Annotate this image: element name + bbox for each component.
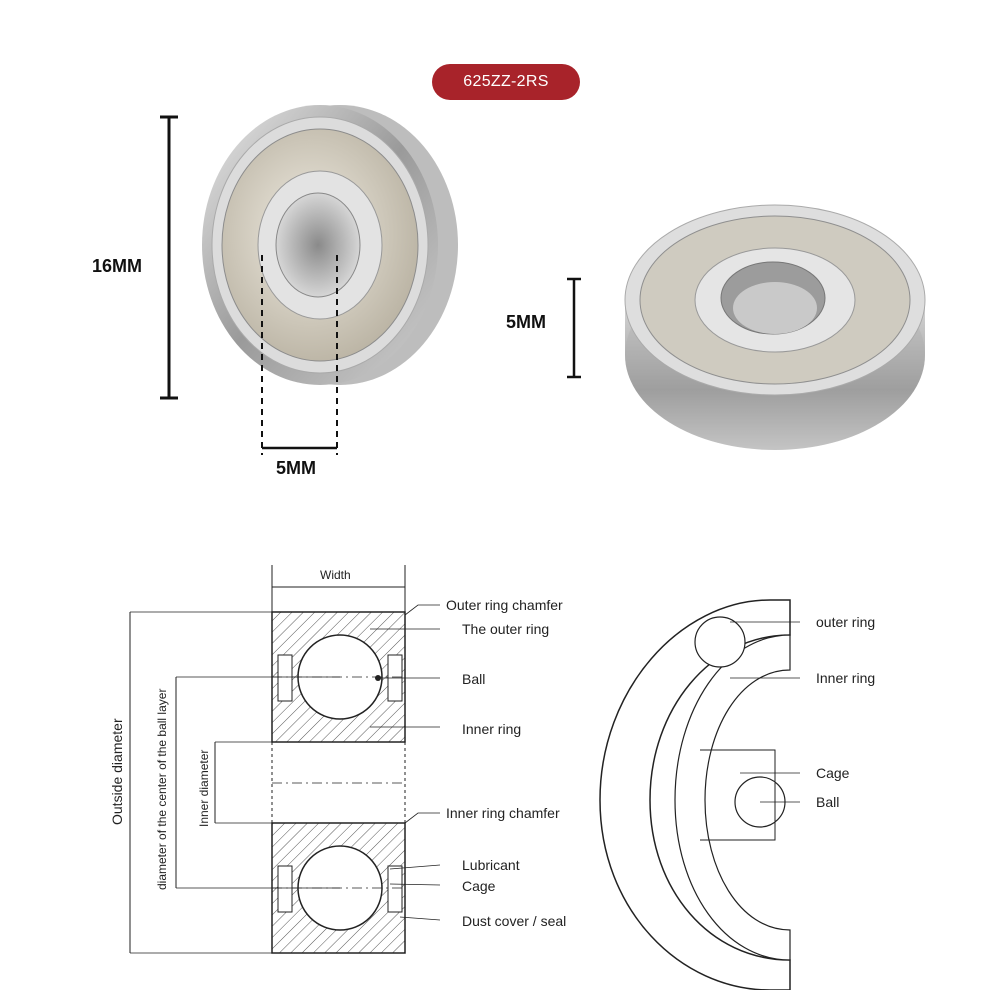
inner-diameter-label: Inner diameter	[197, 750, 211, 827]
cutaway-outer-ring-label: outer ring	[816, 614, 875, 630]
lubricant-label: Lubricant	[462, 857, 520, 873]
bearing-side-photo	[624, 204, 926, 450]
front-dimension-lines	[160, 115, 338, 455]
outer-ring-chamfer-label: Outer ring chamfer	[446, 597, 563, 613]
width-label: Width	[320, 568, 351, 582]
model-badge: 625ZZ-2RS	[432, 64, 580, 100]
side-dimension-lines	[567, 277, 581, 379]
cage-label: Cage	[462, 878, 496, 894]
cutaway-inner-ring-label: Inner ring	[816, 670, 875, 686]
outside-diameter-label: Outside diameter	[109, 718, 125, 825]
cutaway-diagram: outer ring Inner ring Cage Ball	[599, 599, 875, 990]
ball-label: Ball	[462, 671, 485, 687]
bearing-front-photo	[202, 105, 458, 385]
outer-diameter-label: 16MM	[92, 256, 143, 276]
inner-ring-label: Inner ring	[462, 721, 521, 737]
dust-cover-label: Dust cover / seal	[462, 913, 566, 929]
cutaway-ball-label: Ball	[816, 794, 839, 810]
ball-layer-diameter-label: diameter of the center of the ball layer	[155, 689, 169, 890]
inner-ring-chamfer-label: Inner ring chamfer	[446, 805, 560, 821]
the-outer-ring-label: The outer ring	[462, 621, 549, 637]
side-width-label: 5MM	[506, 312, 546, 332]
front-width-label: 5MM	[276, 458, 316, 478]
cutaway-cage-label: Cage	[816, 765, 850, 781]
cross-section-diagram: Width Outside diameter diameter of the c…	[109, 565, 566, 954]
